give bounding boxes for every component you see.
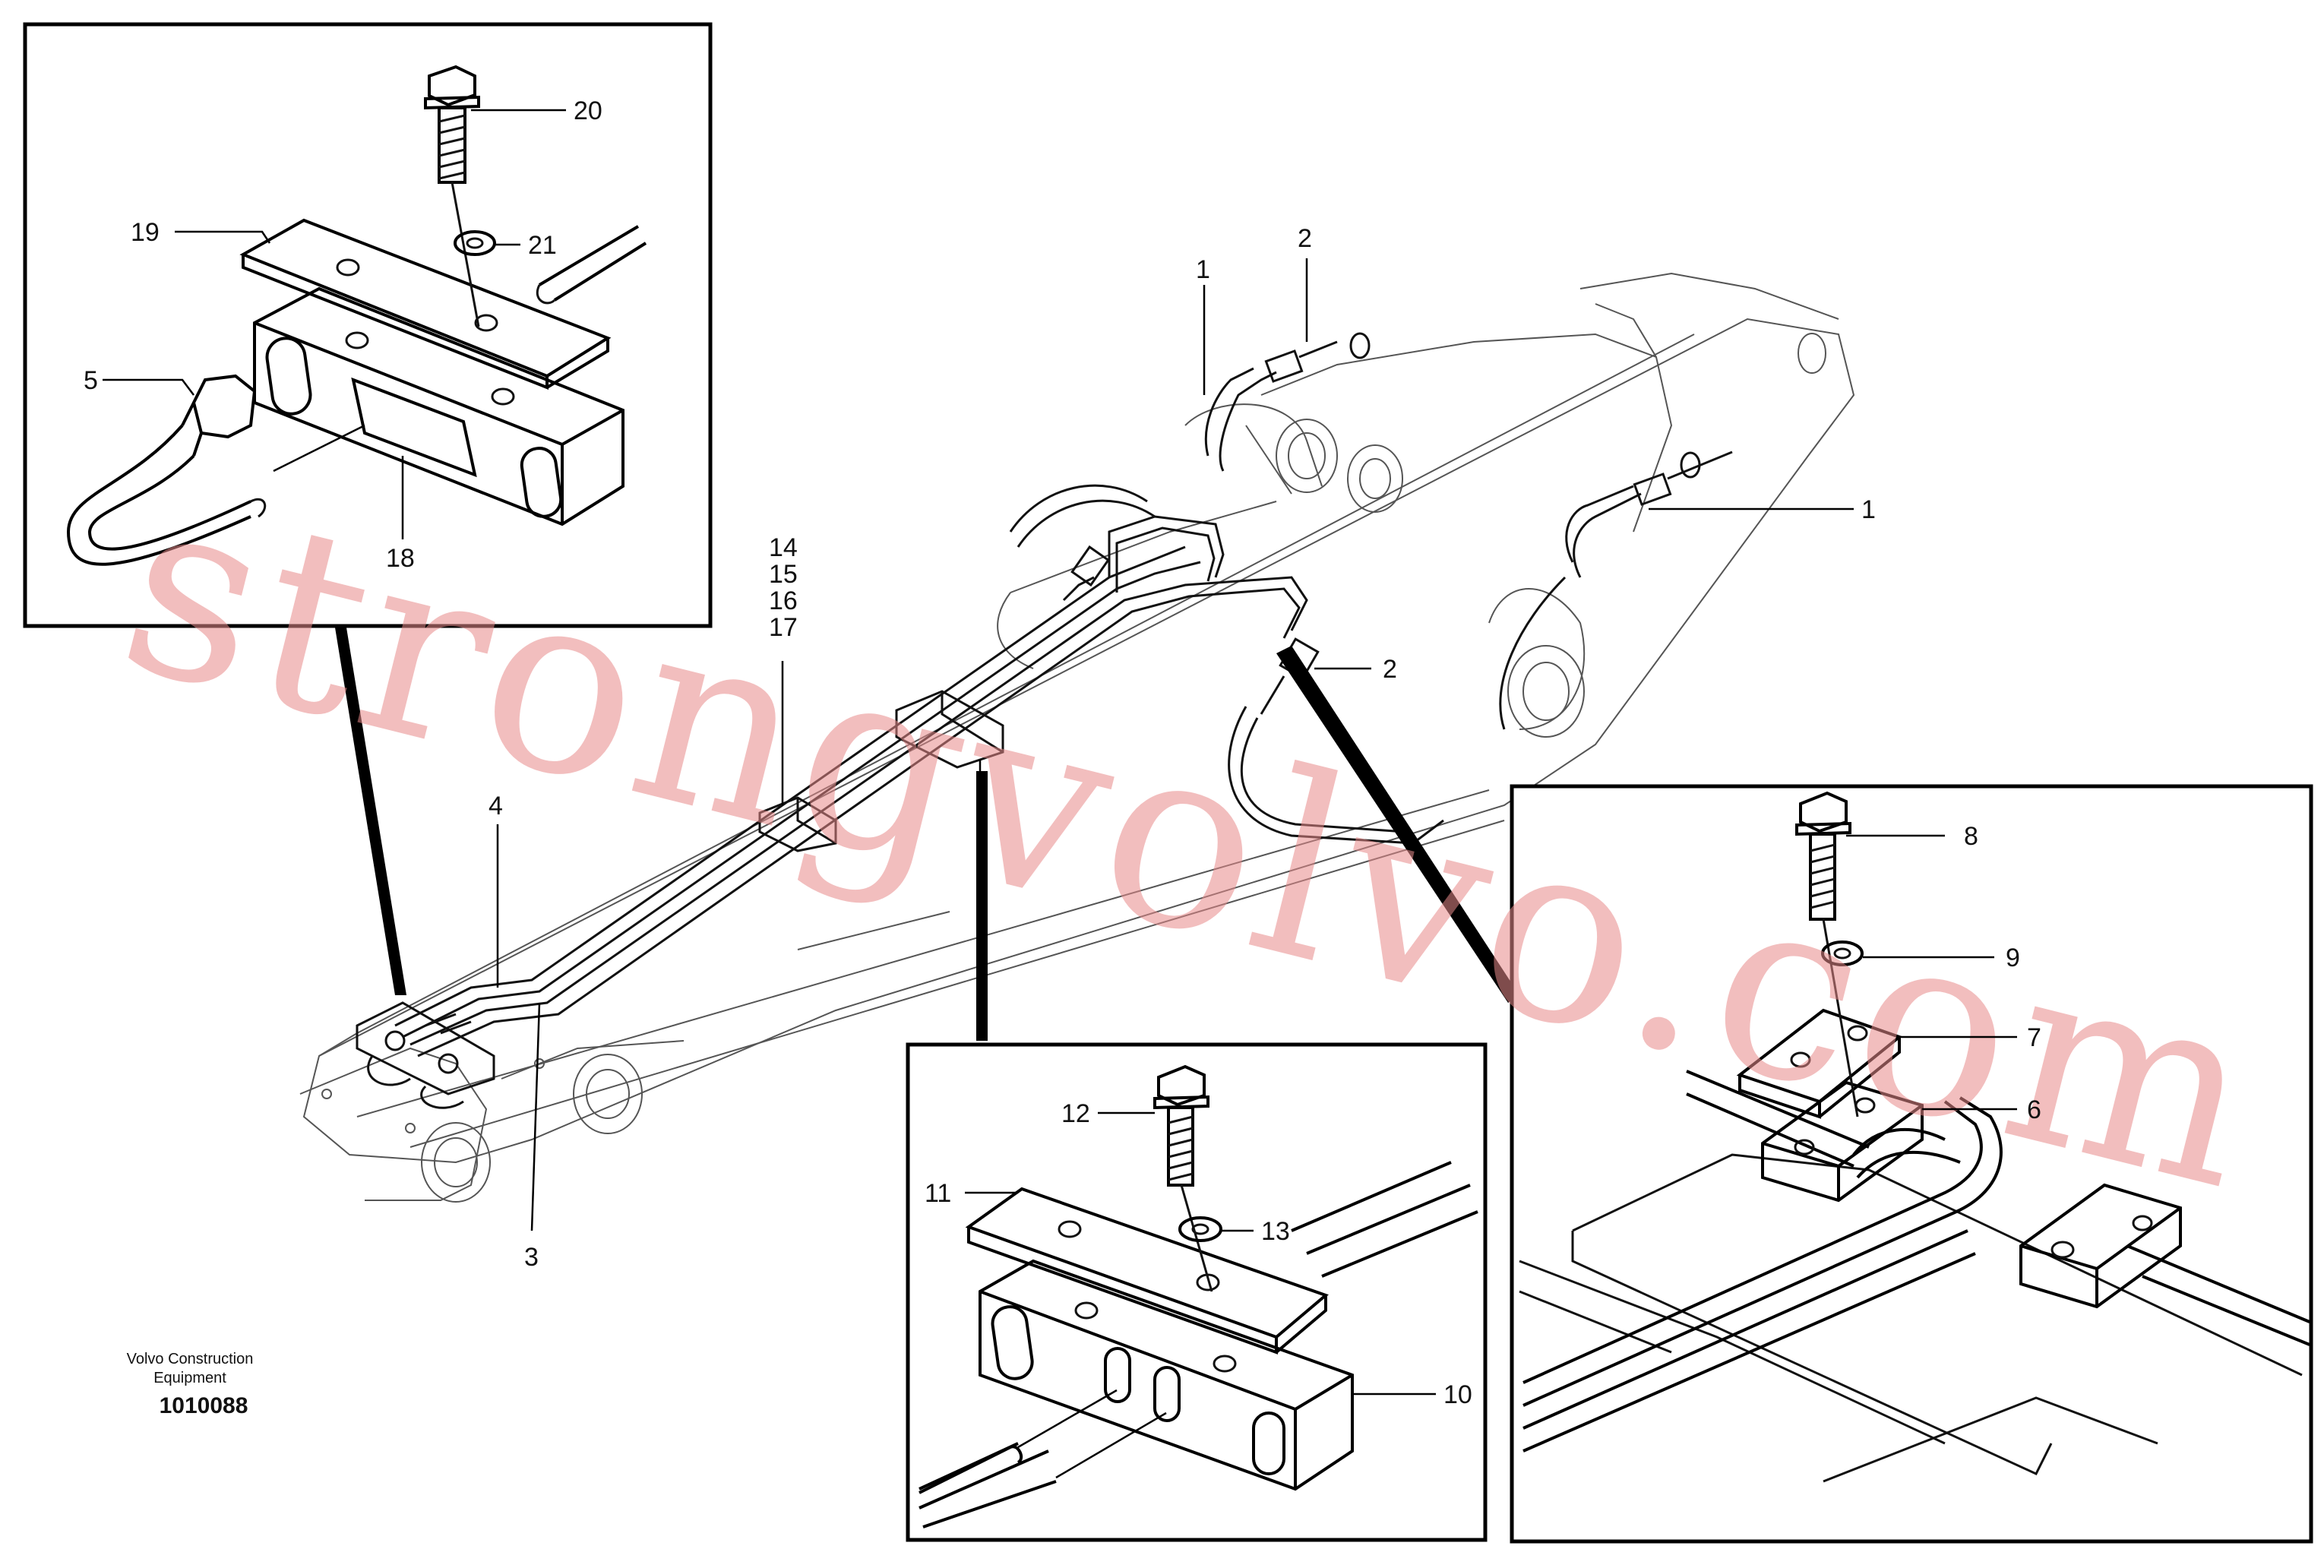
part-label-10: 10 [1443,1380,1472,1409]
part-label-7: 7 [2027,1023,2041,1052]
part-label-2-upper: 2 [1298,224,1312,253]
part-label-5: 5 [84,366,98,395]
part-label-9: 9 [2006,944,2020,972]
part-label-21: 21 [528,231,557,260]
part-label-15: 15 [769,560,798,589]
part-label-8: 8 [1964,822,1978,851]
detail-box-clamp-middle [906,1042,1488,1542]
hydraulic-lines [394,332,1733,1057]
part-label-1-right: 1 [1861,495,1876,524]
part-labels: 20 21 19 5 18 1 2 1 2 14 15 16 17 4 3 12… [84,96,2041,1409]
arm-body [299,272,1855,1203]
caption-company-line1: Volvo Construction [127,1351,254,1367]
caption-company-line2: Equipment [153,1370,226,1386]
part-label-4: 4 [489,792,503,820]
part-label-18: 18 [386,544,415,573]
detail-box-clamp-upper [23,22,713,628]
drawing-number: 1010088 [160,1393,248,1418]
detail-pointers [334,623,1519,1041]
part-label-14: 14 [769,533,798,562]
part-label-12: 12 [1061,1099,1090,1128]
arm-clamps [356,690,1004,1109]
part-label-16: 16 [769,586,798,615]
part-label-17: 17 [769,613,798,642]
part-label-19: 19 [131,218,160,247]
caption-block: Volvo Construction Equipment 1010088 [127,1351,254,1418]
part-label-11: 11 [925,1179,951,1208]
part-label-20: 20 [574,96,602,125]
part-label-2-center: 2 [1383,655,1397,684]
part-label-3: 3 [524,1243,539,1272]
part-label-13: 13 [1261,1217,1290,1246]
detail-box-clamp-lower [1510,784,2313,1544]
part-label-6: 6 [2027,1095,2041,1124]
leader-lines [103,109,2017,1396]
part-label-1-upper: 1 [1196,255,1210,284]
